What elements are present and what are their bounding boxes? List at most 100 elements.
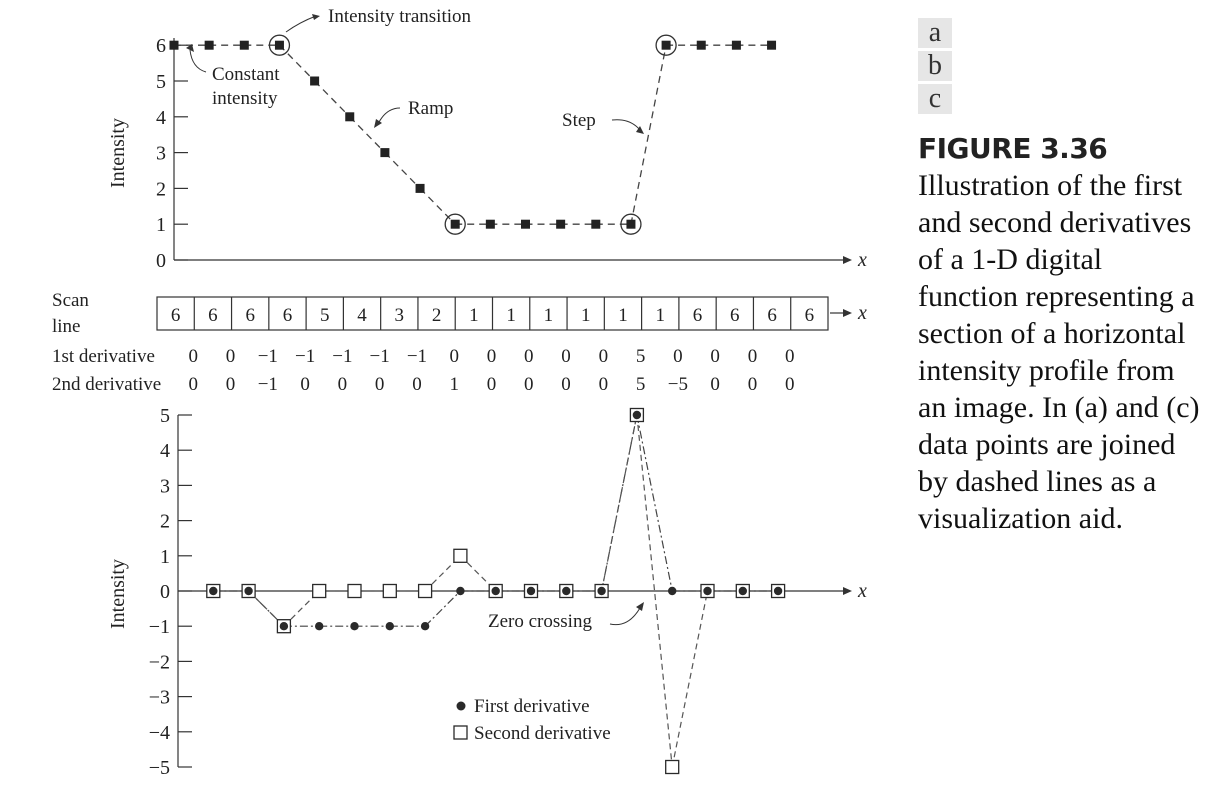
legend-first-derivative-label: First derivative <box>474 696 590 717</box>
first-derivative-value: 0 <box>710 346 720 367</box>
scan-line-cell: 3 <box>395 305 405 326</box>
second-derivative-value: 0 <box>189 374 199 395</box>
row-label-second-derivative: 2nd derivative <box>52 374 161 395</box>
first-derivative-point <box>632 410 642 420</box>
panel-a-circled-point <box>620 213 642 235</box>
panel-a-y-tick-label: 4 <box>156 107 166 129</box>
first-derivative-point <box>491 586 500 596</box>
panel-a-points <box>169 34 777 235</box>
first-derivative-value: −1 <box>370 346 390 367</box>
figure-caption: Illustration of the first and second der… <box>918 169 1200 535</box>
annotation-constant-intensity-line1: Constant <box>212 64 280 85</box>
panel-a-x-label: x <box>857 249 867 271</box>
scan-line-cell: 5 <box>320 305 330 326</box>
first-derivative-point <box>420 622 430 631</box>
annotation-intensity-transition: Intensity transition <box>328 6 472 27</box>
scan-line-cell: 1 <box>581 305 591 326</box>
first-derivative-value: −1 <box>407 346 427 367</box>
panel-a-point <box>204 40 214 50</box>
second-derivative-value: 0 <box>561 374 571 395</box>
panel-c-y-tick-label: 2 <box>160 511 170 533</box>
second-derivative-segment <box>601 414 638 592</box>
scan-line-cell: 6 <box>693 305 703 326</box>
second-derivative-value: 1 <box>449 374 459 395</box>
annotation-zero-crossing: Zero crossing <box>488 611 592 632</box>
panel-label-a: a <box>918 18 952 48</box>
scan-line-cell: 1 <box>618 305 628 326</box>
panel-a-point <box>274 40 284 50</box>
first-derivative-value: −1 <box>258 346 278 367</box>
panel-a-point <box>767 40 777 50</box>
first-derivative-point <box>738 586 747 596</box>
scan-line-cell: 6 <box>208 305 218 326</box>
scan-line-cell: 6 <box>767 305 777 326</box>
second-derivative-point <box>312 583 327 599</box>
first-derivative-value: 0 <box>487 346 497 367</box>
first-derivative-value: −1 <box>295 346 315 367</box>
panel-c-y-tick-label: 5 <box>160 405 170 427</box>
first-derivative-value: 0 <box>673 346 683 367</box>
second-derivative-point <box>347 583 362 599</box>
second-derivative-value: 0 <box>487 374 497 395</box>
row-label-scan-line-1: Scan <box>52 290 89 311</box>
scan-line-cell: 4 <box>357 305 367 326</box>
panel-c-points <box>206 407 786 775</box>
first-derivative-point <box>773 586 783 596</box>
panel-c-x-label: x <box>857 580 867 602</box>
scan-line-cell: 6 <box>805 305 815 326</box>
row-label-first-derivative: 1st derivative <box>52 346 155 367</box>
panel-a-point <box>661 40 671 50</box>
scan-line-cell: 1 <box>506 305 516 326</box>
panel-a-y-tick-label: 2 <box>156 178 166 200</box>
second-derivative-segment <box>671 590 709 768</box>
first-derivative-value: 0 <box>748 346 758 367</box>
panel-c-x-arrow <box>843 587 852 595</box>
first-derivative-segment <box>601 414 638 592</box>
annotation-constant-intensity-line2: intensity <box>212 88 278 109</box>
second-derivative-point <box>453 548 468 563</box>
first-derivative-value: −1 <box>332 346 352 367</box>
panel-a-x-arrow <box>843 256 852 264</box>
scan-line-x-label: x <box>857 302 867 324</box>
panel-a-segment <box>349 116 386 154</box>
panel-a-point <box>415 183 425 193</box>
second-derivative-value: 0 <box>338 374 348 395</box>
legend-first-derivative-marker <box>456 701 466 711</box>
panel-a-point <box>521 219 530 229</box>
panel-c-y-tick-label: −4 <box>149 722 170 744</box>
panel-a-dashed-lines <box>174 44 772 225</box>
first-derivative-point <box>456 586 465 596</box>
panel-c-y-tick-label: 0 <box>160 581 170 603</box>
second-derivative-point <box>417 583 433 599</box>
scan-line-cell: 2 <box>432 305 442 326</box>
first-derivative-segment <box>636 414 673 592</box>
second-derivative-value: 0 <box>226 374 236 395</box>
first-derivative-value: 0 <box>561 346 571 367</box>
scan-line-arrowhead <box>843 309 852 317</box>
panel-c-annotations: Zero crossing <box>488 602 644 632</box>
first-derivative-value: 0 <box>189 346 199 367</box>
second-derivative-value: 0 <box>375 374 385 395</box>
panel-c-y-tick-label: 4 <box>160 440 170 462</box>
panel-a-point <box>556 219 566 229</box>
panel-a-segment <box>419 187 456 225</box>
panel-c-y-tick-label: 3 <box>160 475 170 497</box>
first-derivative-point <box>315 622 324 631</box>
panel-a-y-tick-label: 3 <box>156 143 166 165</box>
first-derivative-point <box>209 586 218 596</box>
panel-c-y-tick-label: −2 <box>149 651 170 673</box>
panel-a-y-tick-label: 5 <box>156 71 166 93</box>
panel-a-circled-point <box>655 34 677 56</box>
first-derivative-value: 0 <box>449 346 459 367</box>
first-derivative-value: 0 <box>226 346 236 367</box>
panel-a-point <box>450 219 460 229</box>
panel-c-y-label: Intensity <box>107 559 129 629</box>
panel-a-segment <box>278 44 316 82</box>
scan-line-cell: 1 <box>544 305 554 326</box>
second-derivative-point <box>382 583 397 599</box>
